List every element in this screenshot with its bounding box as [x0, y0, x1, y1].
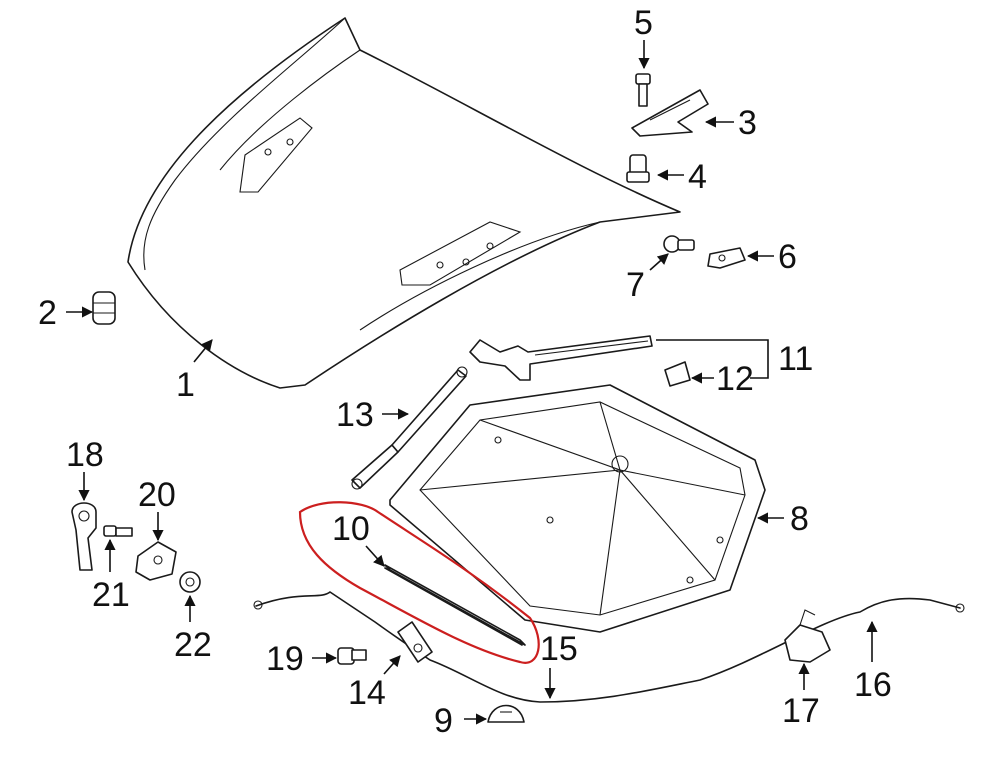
release-cable: [253, 591, 965, 703]
latch-body-20: [135, 541, 177, 581]
bolt-7: [663, 235, 695, 253]
callout-6: 6: [778, 238, 797, 276]
hood-panel: [127, 17, 681, 389]
hood-latch: [397, 621, 433, 663]
callout-22: 22: [174, 626, 212, 664]
weatherstrip-10: [384, 564, 526, 646]
callout-1: 1: [176, 366, 195, 404]
hinge-arm-18: [71, 502, 97, 571]
bracket-6: [707, 247, 746, 269]
bolt-19: [337, 647, 367, 665]
hood-hinge: [631, 89, 709, 137]
hood-bumper: [92, 291, 116, 325]
callout-2: 2: [38, 294, 57, 332]
clip-9: [487, 704, 525, 723]
callout-21: 21: [92, 576, 130, 614]
grommet-12: [664, 361, 691, 387]
nut-22: [179, 571, 201, 593]
support-rod: [469, 335, 653, 381]
hood-insulator: [389, 384, 766, 633]
bolt-4: [626, 154, 650, 183]
callout-20: 20: [138, 476, 176, 514]
callout-5: 5: [634, 4, 653, 42]
gas-strut: [351, 366, 468, 490]
bolt-21: [103, 525, 133, 537]
callout-14: 14: [348, 674, 386, 712]
callout-18: 18: [66, 436, 104, 474]
callout-3: 3: [738, 104, 757, 142]
callout-10: 10: [332, 510, 370, 548]
callout-15: 15: [540, 630, 578, 668]
callout-17: 17: [782, 692, 820, 730]
callout-4: 4: [688, 158, 707, 196]
callout-8: 8: [790, 500, 809, 538]
highlight-outline: [298, 501, 540, 664]
bolt-5: [635, 73, 651, 107]
callout-7: 7: [626, 266, 645, 304]
cable-clip-17: [784, 609, 831, 663]
callout-9: 9: [434, 702, 453, 740]
callout-labels: 1 2 3 4 5 6 7 8 9 10 11 12 13 14 15 16 1…: [38, 4, 892, 740]
callout-13: 13: [336, 396, 374, 434]
callout-16: 16: [854, 666, 892, 704]
leader-lines: [66, 40, 878, 725]
callout-19: 19: [266, 640, 304, 678]
callout-11: 11: [778, 340, 813, 378]
callout-12: 12: [716, 360, 754, 398]
